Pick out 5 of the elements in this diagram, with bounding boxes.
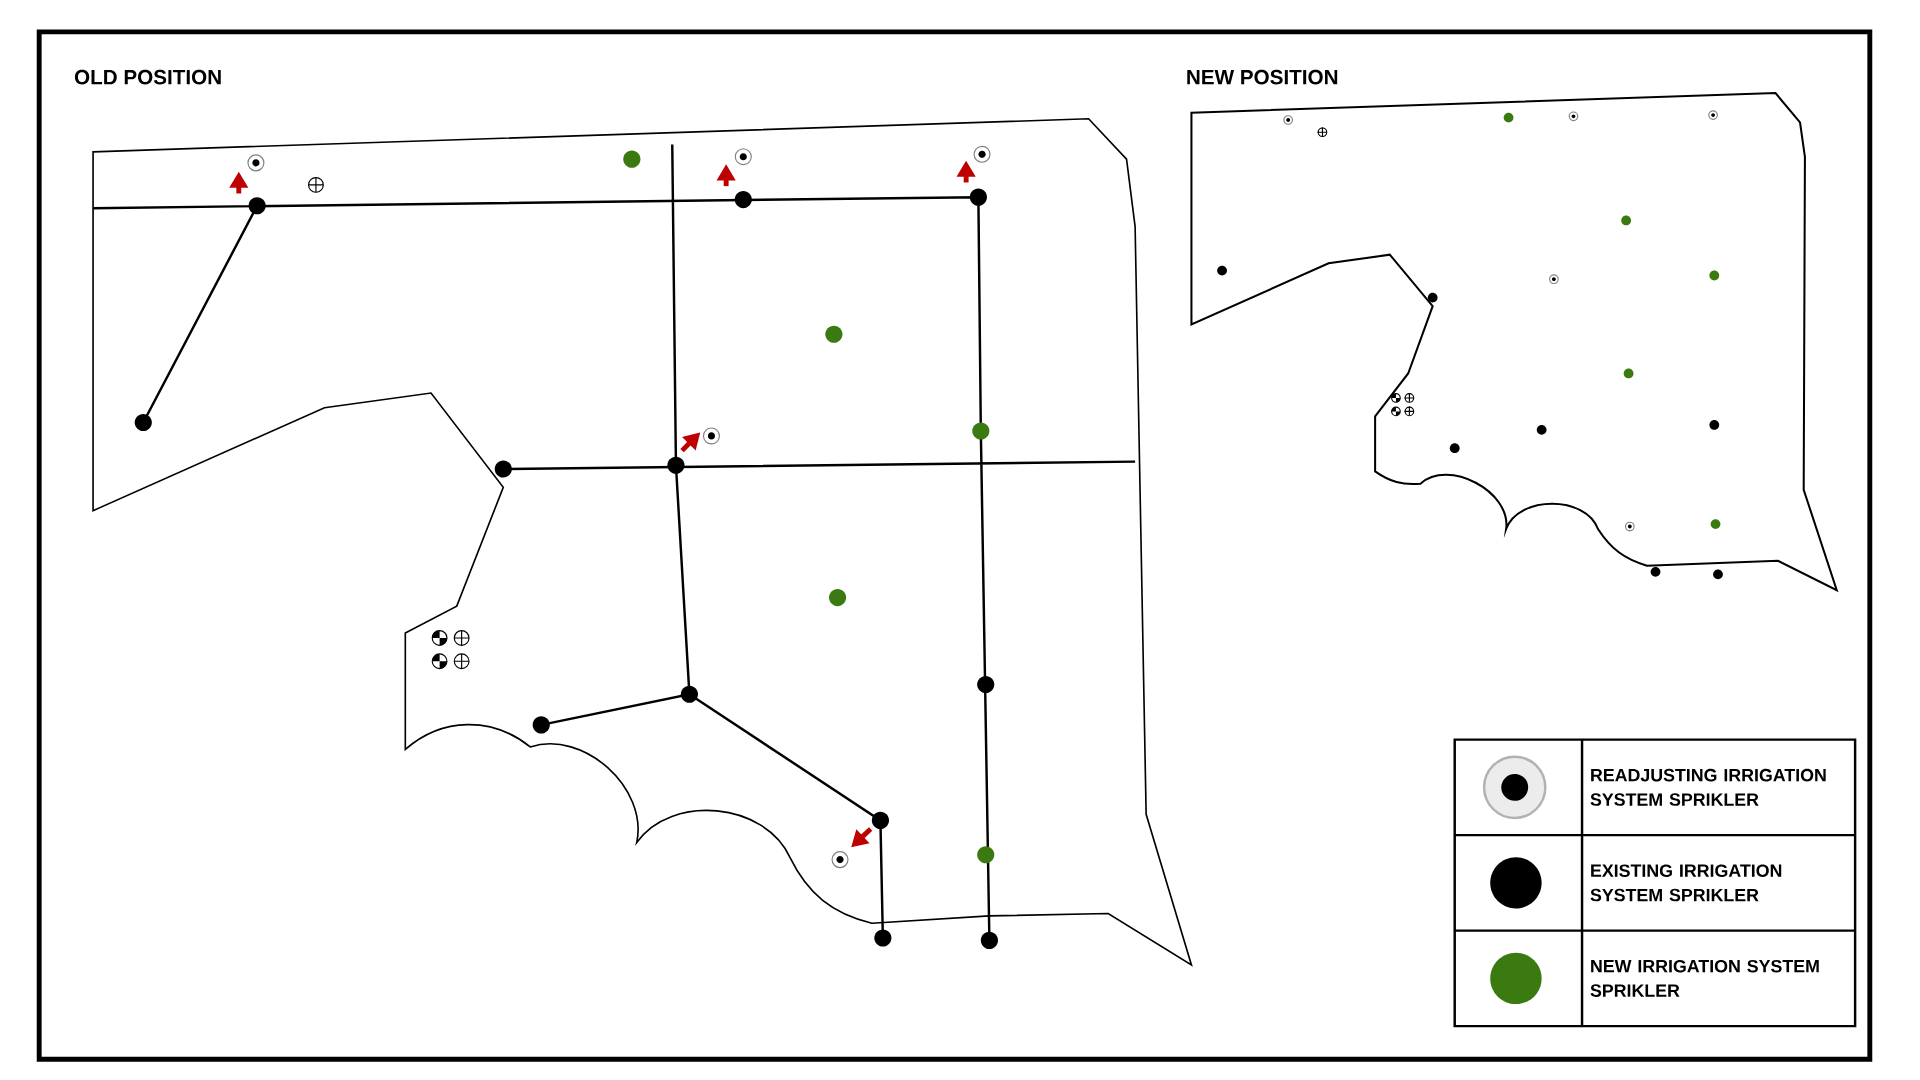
legend-text: EXISTING IRRIGATION SYSTEM SPRIKLER [1590, 864, 1782, 902]
legend-text: NEW IRRIGATION SYSTEM SPRIKLER [1590, 959, 1819, 997]
panel-title: OLD POSITION [74, 69, 221, 85]
legend-text: READJUSTING IRRIGATION SYSTEM SPRIKLER [1590, 768, 1826, 806]
panel-title: NEW POSITION [1187, 69, 1338, 85]
